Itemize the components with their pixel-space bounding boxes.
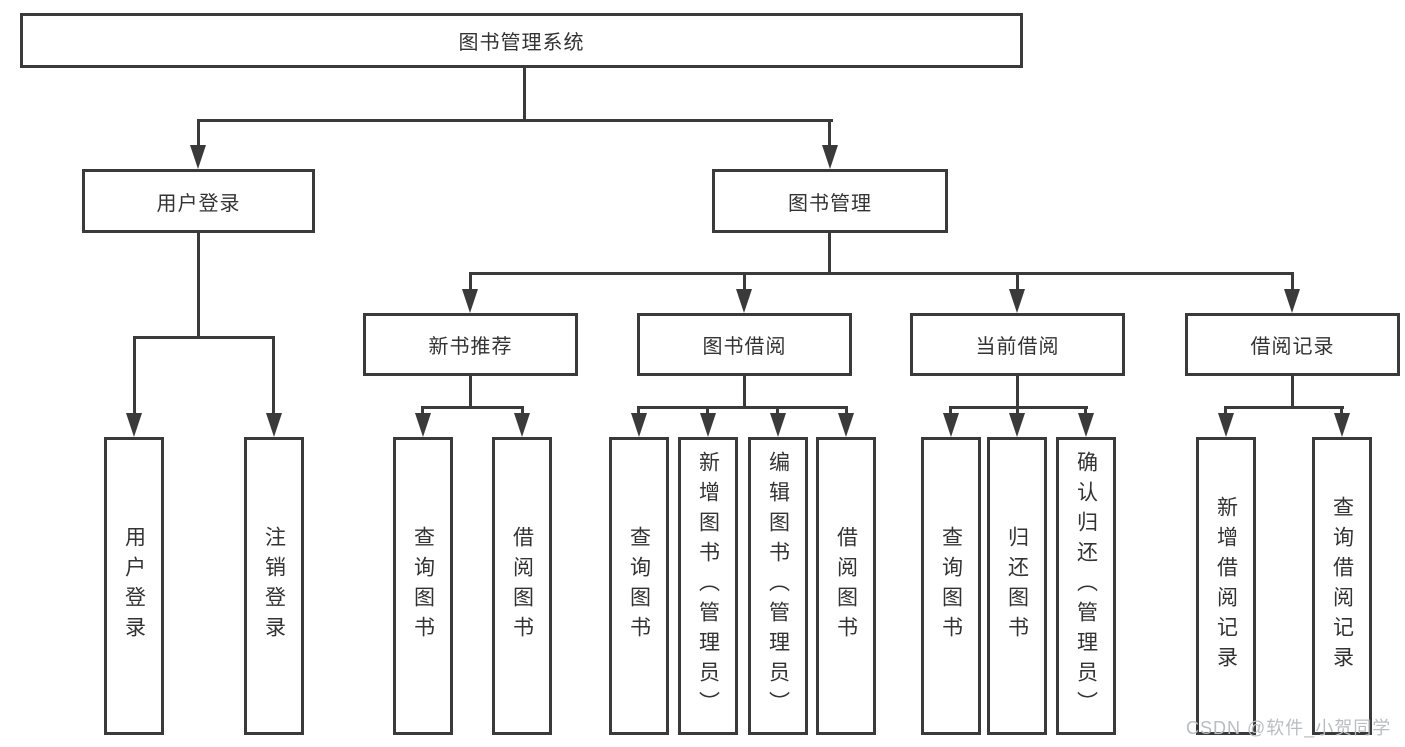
connector-vline: [1016, 272, 1019, 303]
leaf-add-books-admin: 新增图书（管理员）: [678, 437, 738, 735]
arrow-down-icon: [266, 413, 282, 437]
leaf-add-borrow-record: 新增借阅记录: [1196, 437, 1256, 735]
arrow-down-icon: [415, 413, 431, 437]
watermark-csdn: CSDN @软件_小贺同学: [1186, 718, 1392, 738]
arrow-down-icon: [822, 145, 838, 169]
leaf-query-books-2: 查询图书: [609, 437, 669, 735]
arrow-down-icon: [1009, 289, 1025, 313]
connector-vline: [133, 336, 136, 427]
arrow-down-icon: [770, 413, 786, 437]
leaf-borrow-books-2: 借阅图书: [816, 437, 876, 735]
leaf-query-books-3: 查询图书: [921, 437, 981, 735]
connector-vline: [828, 233, 831, 272]
arrow-down-icon: [1078, 413, 1094, 437]
connector-vline: [743, 376, 746, 406]
arrow-down-icon: [631, 413, 647, 437]
connector-vline: [272, 336, 275, 427]
connector-vline: [523, 68, 526, 119]
arrow-down-icon: [126, 413, 142, 437]
connector-vline: [743, 272, 746, 303]
connector-vline: [197, 233, 200, 336]
arrow-down-icon: [943, 413, 959, 437]
connector-vline: [1016, 376, 1019, 406]
arrow-down-icon: [838, 413, 854, 437]
node-current-borrowing: 当前借阅: [910, 313, 1125, 376]
leaf-edit-books-admin: 编辑图书（管理员）: [748, 437, 808, 735]
leaf-borrow-books: 借阅图书: [492, 437, 552, 735]
leaf-query-books: 查询图书: [393, 437, 453, 735]
connector-vline: [1291, 376, 1294, 406]
connector-hline: [469, 272, 1294, 275]
node-book-management: 图书管理: [712, 169, 948, 233]
leaf-logout: 注销登录: [244, 437, 304, 735]
arrow-down-icon: [462, 289, 478, 313]
arrow-down-icon: [1009, 413, 1025, 437]
leaf-query-borrow-record: 查询借阅记录: [1312, 437, 1372, 735]
connector-vline: [1291, 272, 1294, 303]
node-new-book-recommendation: 新书推荐: [363, 313, 578, 376]
leaf-return-books: 归还图书: [987, 437, 1047, 735]
leaf-user-login: 用户登录: [104, 437, 164, 735]
connector-vline: [469, 272, 472, 303]
node-borrowing-records: 借阅记录: [1185, 313, 1400, 376]
arrow-down-icon: [736, 289, 752, 313]
leaf-confirm-return-admin: 确认归还（管理员）: [1056, 437, 1116, 735]
connector-hline: [421, 406, 524, 409]
arrow-down-icon: [514, 413, 530, 437]
arrow-down-icon: [700, 413, 716, 437]
node-library-management-system: 图书管理系统: [20, 13, 1023, 68]
connector-vline: [197, 119, 200, 159]
arrow-down-icon: [1284, 289, 1300, 313]
arrow-down-icon: [1334, 413, 1350, 437]
arrow-down-icon: [1218, 413, 1234, 437]
node-book-borrowing: 图书借阅: [637, 313, 852, 376]
connector-hline: [133, 336, 275, 339]
connector-hline: [637, 406, 848, 409]
arrow-down-icon: [190, 145, 206, 169]
connector-vline: [469, 376, 472, 406]
connector-hline: [197, 119, 833, 122]
connector-hline: [1224, 406, 1344, 409]
connector-vline: [828, 119, 831, 159]
node-user-login: 用户登录: [82, 169, 315, 233]
